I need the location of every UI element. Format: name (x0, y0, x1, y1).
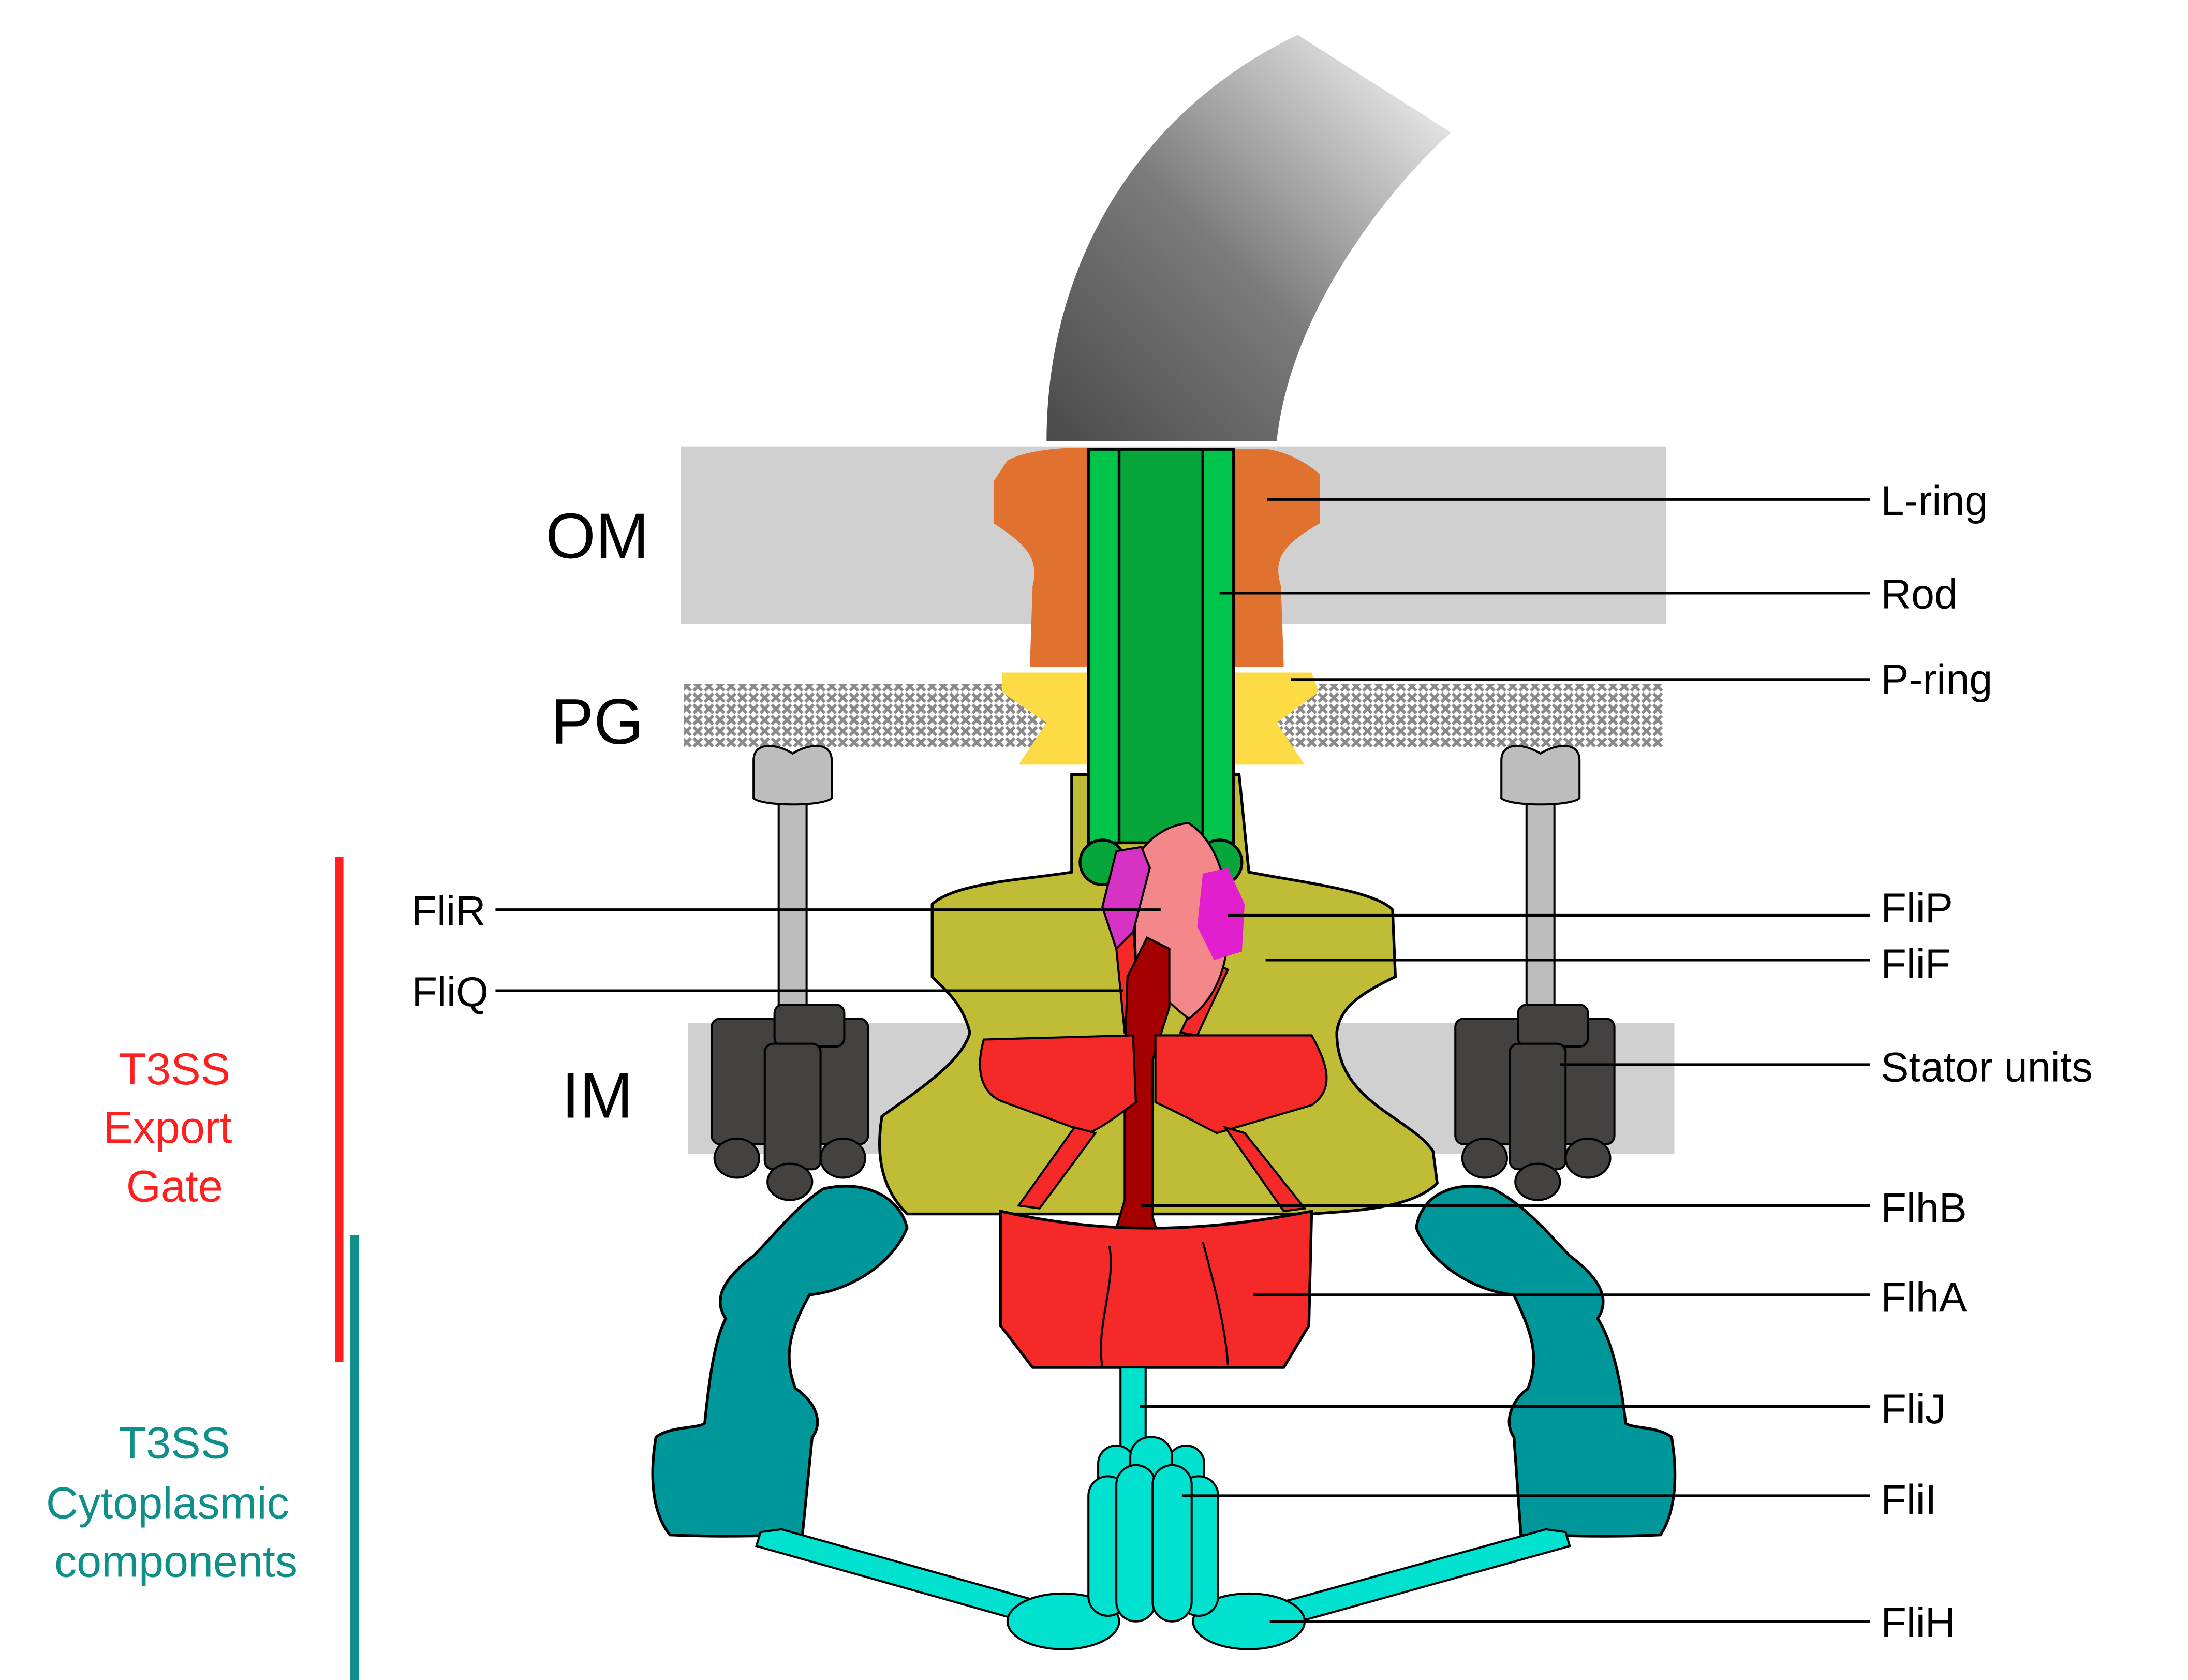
flha-label: FlhA (1881, 1274, 1967, 1321)
flih-arm-right (1261, 1528, 1571, 1631)
flha-strut-right (1222, 1125, 1307, 1213)
cytoplasmic-bar (350, 1234, 359, 1680)
om-label: OM (545, 500, 649, 572)
flhb-label: FlhB (1881, 1185, 1967, 1232)
hook (1046, 35, 1452, 441)
flha-tm-right (1154, 1034, 1328, 1134)
cytoplasmic-label-line1: T3SS (119, 1418, 230, 1468)
flip-left (1101, 846, 1151, 951)
flha-seam-right (1202, 1241, 1229, 1365)
l-ring-label: L-ring (1881, 478, 1988, 524)
flij (1119, 1366, 1147, 1452)
p-ring-left (1002, 672, 1096, 765)
export-gate-bar (335, 857, 344, 1362)
c-ring-left (651, 1185, 909, 1538)
stator-units-label: Stator units (1881, 1044, 2093, 1090)
im-label: IM (561, 1060, 633, 1132)
p-ring-label: P-ring (1881, 656, 1993, 703)
export-gate-label-line2: Export (103, 1103, 232, 1153)
p-ring-right (1232, 672, 1319, 765)
flii-label: FliI (1881, 1477, 1937, 1523)
cytoplasmic-label-line3: components (54, 1537, 298, 1586)
flii (1087, 1436, 1219, 1623)
flih-label: FliH (1881, 1599, 1956, 1646)
flha-ring (999, 1209, 1313, 1369)
flip-right (1197, 867, 1245, 960)
rod-label: Rod (1881, 571, 1958, 617)
export-gate-label-line3: Gate (126, 1161, 223, 1211)
c-ring-right (1415, 1185, 1677, 1538)
flha-tm-left (979, 1034, 1137, 1134)
flip-label: FliP (1881, 885, 1953, 932)
flij-label: FliJ (1881, 1386, 1946, 1433)
rod-right-edge (1201, 448, 1235, 845)
flha-strut-left (1016, 1126, 1098, 1210)
callout-lines (495, 498, 1870, 1623)
export-gate-label-line1: T3SS (119, 1044, 230, 1094)
rod-left-edge (1087, 448, 1121, 845)
pg-label: PG (551, 686, 644, 758)
fliq-label: FliQ (412, 969, 489, 1015)
flif-label: FliF (1881, 941, 1951, 988)
flir-label: FliR (411, 888, 486, 934)
stator-unit-right (1454, 745, 1616, 1201)
stator-unit-left (711, 745, 869, 1201)
flha-seam-left (1100, 1246, 1112, 1368)
cytoplasmic-label-line2: Cytoplasmic (46, 1478, 289, 1528)
